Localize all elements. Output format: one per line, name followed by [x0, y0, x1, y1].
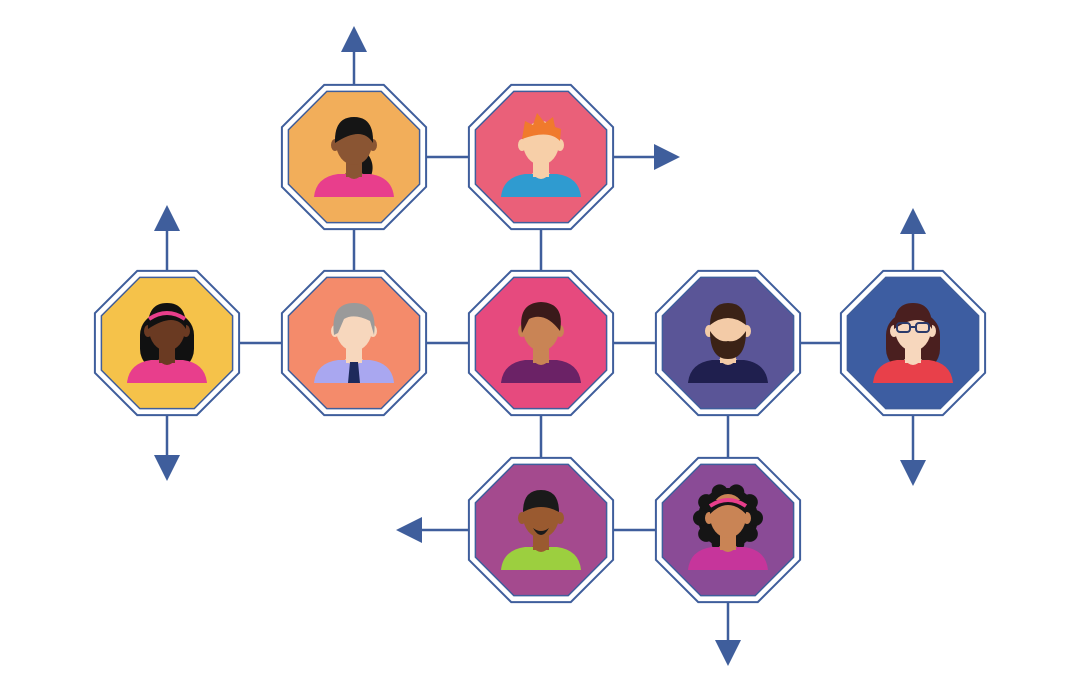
arrow-down-from-node-7	[900, 416, 926, 486]
man-red-hair-avatar-icon	[501, 113, 581, 197]
man-goatee-avatar-icon	[501, 490, 581, 570]
person-node	[654, 456, 802, 604]
bearded-man-avatar-icon	[688, 303, 768, 383]
person-nodes	[93, 83, 987, 604]
arrow-down-from-node-3	[154, 416, 180, 481]
person-node	[654, 269, 802, 417]
woman-ponytail-avatar-icon	[314, 117, 394, 197]
arrows	[154, 26, 926, 666]
woman-short-hair-avatar-icon	[501, 302, 581, 383]
person-node	[467, 83, 615, 231]
person-node	[839, 269, 987, 417]
woman-glasses-avatar-icon	[873, 303, 953, 383]
person-node	[93, 269, 241, 417]
woman-curly-hair-avatar-icon	[688, 484, 768, 570]
older-man-tie-avatar-icon	[314, 303, 394, 383]
person-node	[467, 269, 615, 417]
arrow-left-from-node-8	[396, 517, 468, 543]
arrow-down-from-node-9	[715, 603, 741, 666]
arrow-up-from-node-7	[900, 208, 926, 270]
person-node	[280, 83, 428, 231]
person-node	[280, 269, 428, 417]
arrow-right-from-node-2	[614, 144, 680, 170]
arrow-up-from-node-1	[341, 26, 367, 84]
person-node	[467, 456, 615, 604]
woman-headband-avatar-icon	[127, 303, 207, 383]
arrow-up-from-node-3	[154, 205, 180, 270]
